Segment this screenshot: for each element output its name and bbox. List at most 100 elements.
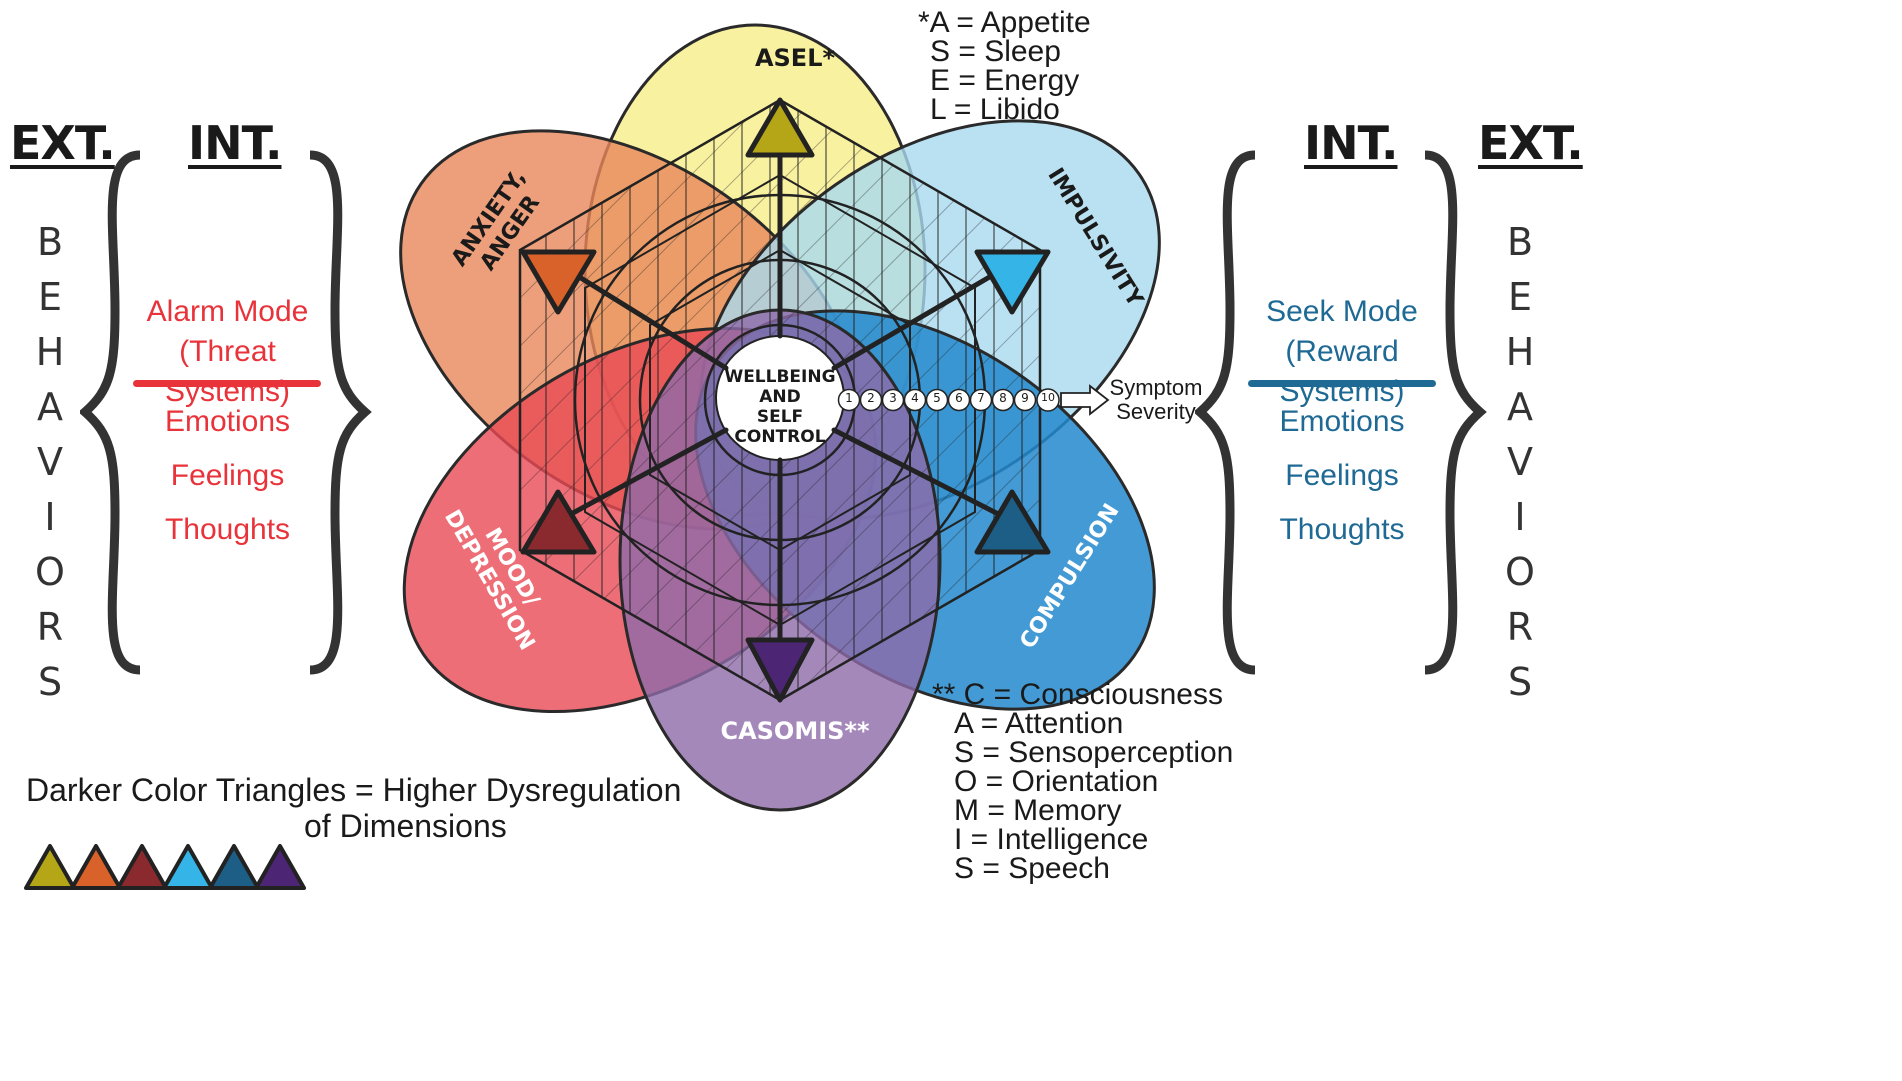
scale-dot-7 — [969, 388, 993, 412]
behaviors-letter: S — [1507, 660, 1533, 704]
arrow-anxiety — [557, 262, 729, 371]
severity-scale — [837, 384, 1110, 416]
legend-triangle-casomis — [254, 844, 306, 890]
behaviors-letter: A — [37, 385, 63, 429]
scale-number: 6 — [955, 391, 963, 405]
scale-number: 5 — [933, 391, 941, 405]
right-open-brace — [1195, 150, 1256, 675]
legend-triangles — [24, 844, 306, 890]
left-ext-heading: EXT. — [10, 116, 116, 170]
triangle-casomis — [745, 637, 815, 703]
triangle-anxiety — [520, 249, 597, 315]
key-item: A = Attention — [954, 707, 1124, 740]
scale-number: 8 — [999, 391, 1007, 405]
triangle-mood — [520, 489, 597, 555]
list-item: Emotions — [1279, 405, 1405, 438]
key-item: S = Sensoperception — [954, 736, 1234, 769]
petal-label-casomis: CASOMIS** — [720, 717, 870, 745]
behaviors-letter: I — [44, 495, 56, 539]
behaviors-letter: V — [37, 440, 63, 484]
behaviors-letter: E — [37, 275, 62, 319]
scale-dot-8 — [991, 388, 1015, 412]
petal-label-asel: ASEL* — [754, 44, 836, 72]
seek-mode-label: Seek Mode (Reward Systems) — [1232, 292, 1452, 412]
severity-line: Severity — [1116, 399, 1196, 424]
seek-mode-title: Seek Mode — [1266, 295, 1418, 328]
casomis-key: ** C = Consciousness A = Attention S = S… — [932, 678, 1234, 885]
arrow-compulsion — [831, 427, 1013, 523]
alarm-mode-title: Alarm Mode — [146, 295, 309, 328]
behaviors-letter: E — [1507, 275, 1532, 319]
behaviors-letter: H — [35, 330, 65, 374]
legend-line1: Darker Color Triangles = Higher Dysregul… — [26, 772, 682, 808]
seek-mode-subtitle: (Reward Systems) — [1279, 335, 1405, 408]
triangle-impulsivity — [974, 249, 1051, 315]
key-item: L = Libido — [930, 93, 1060, 126]
severity-arrow-icon — [1060, 384, 1110, 416]
key-item: *A = Appetite — [918, 6, 1091, 39]
scale-number: 4 — [911, 391, 919, 405]
left-int-heading: INT. — [188, 116, 282, 170]
behaviors-letter: S — [37, 660, 63, 704]
scale-dot-3 — [881, 388, 905, 412]
legend-line2: of Dimensions — [304, 808, 507, 844]
legend-triangle-compulsion — [208, 844, 260, 890]
right-braces — [1195, 150, 1487, 675]
right-close-brace — [1424, 150, 1487, 675]
behaviors-letter: B — [36, 220, 64, 264]
left-close-brace — [309, 150, 372, 675]
scale-number: 7 — [977, 391, 985, 405]
left-open-brace — [80, 150, 141, 675]
triangle-asel — [745, 97, 815, 158]
triangle-compulsion — [974, 489, 1051, 555]
scale-number: 3 — [889, 391, 897, 405]
symptom-severity-label: Symptom Severity — [1108, 376, 1204, 424]
list-item: Emotions — [164, 405, 291, 438]
scale-number: 9 — [1021, 391, 1029, 405]
list-item: Feelings — [170, 459, 285, 492]
behaviors-letter: R — [36, 605, 64, 649]
list-item: Thoughts — [164, 513, 291, 546]
legend-triangle-asel — [24, 844, 76, 890]
legend-triangle-impulsivity — [162, 844, 214, 890]
scale-dot-2 — [859, 388, 883, 412]
alarm-mode-label: Alarm Mode (Threat Systems) — [120, 292, 335, 412]
key-item: O = Orientation — [954, 765, 1159, 798]
right-behaviors-vertical: B E H A V I O R S — [1490, 215, 1550, 710]
seek-items: Emotions Feelings Thoughts — [1232, 395, 1452, 557]
behaviors-letter: V — [1507, 440, 1533, 484]
key-item: I = Intelligence — [954, 823, 1149, 856]
left-braces — [80, 150, 372, 675]
key-item: S = Sleep — [930, 35, 1061, 68]
scale-dot-10 — [1036, 388, 1060, 412]
scale-dot-4 — [903, 388, 927, 412]
behaviors-letter: A — [1507, 385, 1533, 429]
key-item: S = Speech — [954, 852, 1110, 885]
key-item: ** C = Consciousness — [932, 678, 1223, 711]
behaviors-letter: R — [1506, 605, 1534, 649]
center-line3: SELF CONTROL — [734, 407, 826, 447]
scale-dot-9 — [1013, 388, 1037, 412]
list-item: Thoughts — [1279, 513, 1405, 546]
behaviors-letter: B — [1506, 220, 1534, 264]
legend-triangle-anxiety — [70, 844, 122, 890]
center-label: WELLBEING AND SELF CONTROL — [718, 367, 842, 447]
scale-dot-5 — [925, 388, 949, 412]
right-int-heading: INT. — [1304, 116, 1398, 170]
alarm-items: Emotions Feelings Thoughts — [120, 395, 335, 557]
arrow-mood — [557, 427, 729, 523]
list-item: Feelings — [1285, 459, 1399, 492]
scale-dot-1 — [837, 388, 861, 412]
scale-number: 10 — [1041, 391, 1055, 404]
scale-dot-6 — [947, 388, 971, 412]
scale-number: 1 — [845, 391, 853, 405]
behaviors-letter: O — [35, 550, 65, 594]
center-line1: WELLBEING — [724, 367, 836, 387]
symptom-line: Symptom — [1109, 375, 1203, 400]
arrow-impulsivity — [831, 262, 1013, 371]
behaviors-letter: O — [1505, 550, 1535, 594]
key-item: M = Memory — [954, 794, 1122, 827]
right-ext-heading: EXT. — [1478, 116, 1584, 170]
behaviors-letter: I — [1514, 495, 1526, 539]
